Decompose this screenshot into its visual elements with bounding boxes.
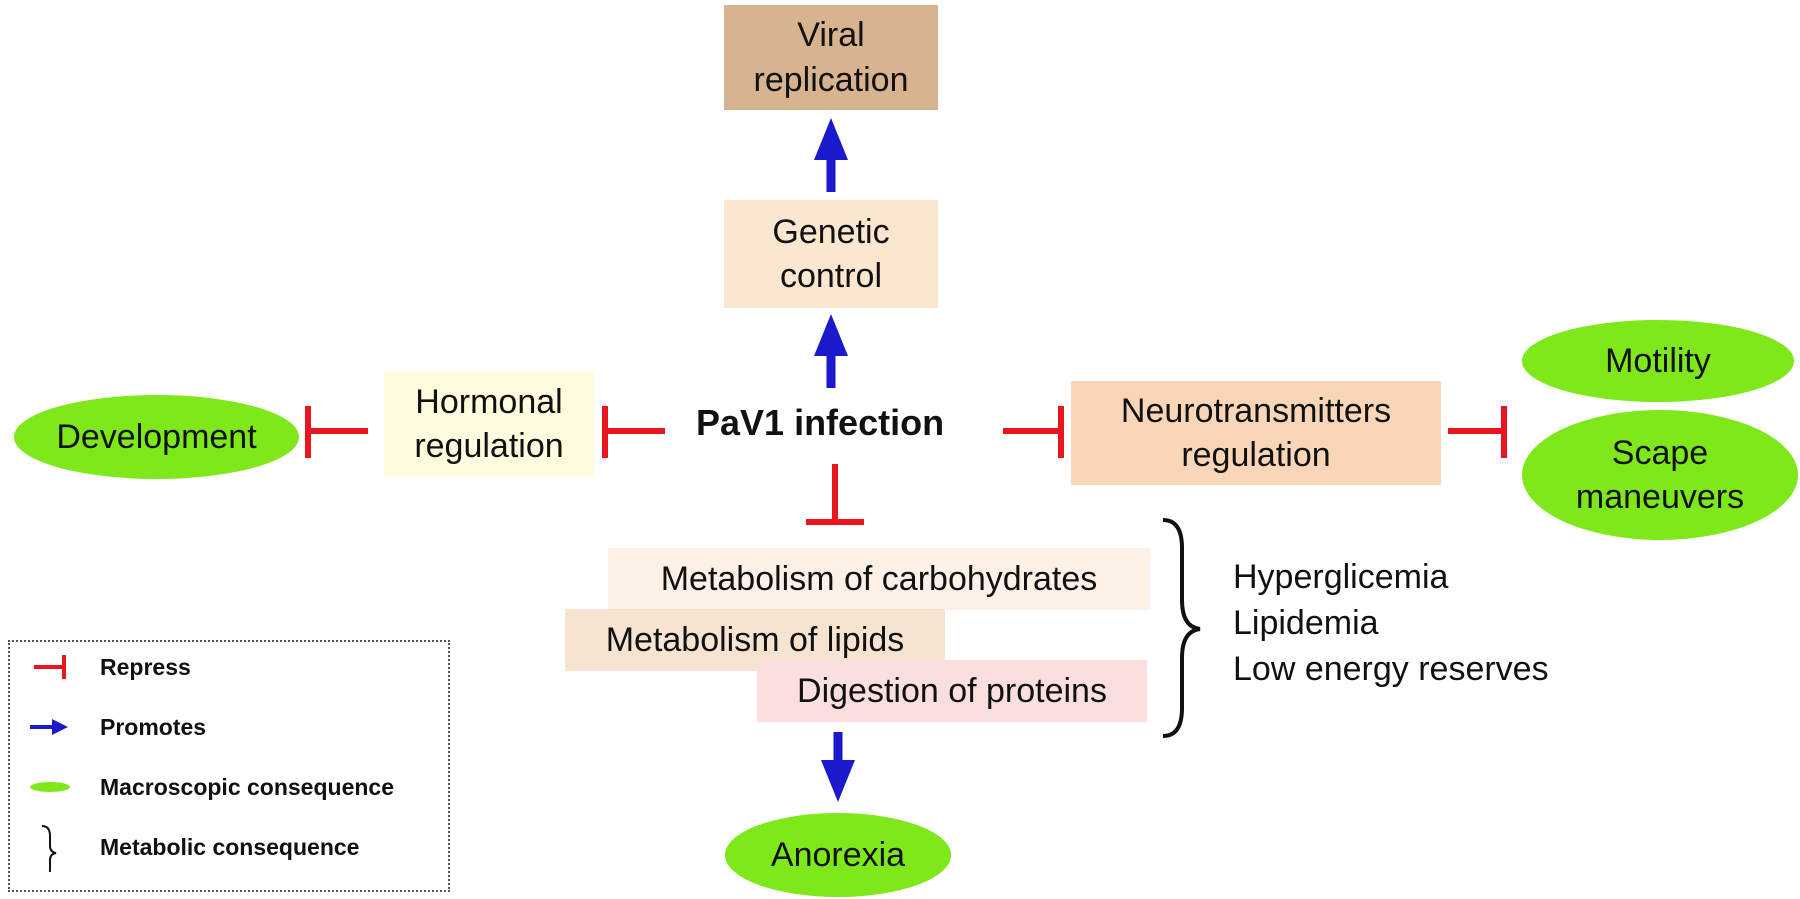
repress-pav1-to-hormonal <box>602 406 665 458</box>
legend-label-promotes: Promotes <box>100 714 207 740</box>
consequence-low-energy: Low energy reserves <box>1233 650 1549 688</box>
repress-pav1-to-metabolism <box>806 464 864 525</box>
repress-pav1-to-neurotransmitters <box>1003 406 1064 458</box>
legend: Repress Promotes Macroscopic consequence… <box>8 640 450 892</box>
legend-row-repress: Repress <box>10 642 448 692</box>
anorexia-ellipse: Anorexia <box>725 813 951 897</box>
scape-maneuvers-ellipse: Scape maneuvers <box>1522 410 1798 540</box>
metabolic-brace <box>1162 518 1201 738</box>
development-ellipse: Development <box>14 395 299 479</box>
consequence-lipidemia: Lipidemia <box>1233 604 1379 642</box>
legend-label-metabolic: Metabolic consequence <box>100 834 360 860</box>
motility-ellipse: Motility <box>1522 320 1794 402</box>
consequence-hyperglicemia: Hyperglicemia <box>1233 558 1449 596</box>
brace-icon <box>41 825 57 872</box>
genetic-control-box: Genetic control <box>724 200 938 308</box>
promote-arrow-icon <box>30 719 68 735</box>
repress-hormonal-to-development <box>305 406 368 458</box>
metabolism-carbohydrates-box: Metabolism of carbohydrates <box>608 548 1150 610</box>
legend-row-promotes: Promotes <box>10 702 448 752</box>
viral-replication-box: Viral replication <box>724 5 938 110</box>
legend-label-macroscopic: Macroscopic consequence <box>100 774 394 800</box>
digestion-proteins-box: Digestion of proteins <box>757 660 1147 722</box>
green-ellipse-icon <box>30 782 70 792</box>
legend-label-repress: Repress <box>100 654 191 680</box>
legend-row-macroscopic: Macroscopic consequence <box>10 762 448 812</box>
promote-arrow-to-anorexia <box>821 732 855 802</box>
repress-icon <box>34 655 66 679</box>
neurotransmitters-regulation-box: Neurotransmitters regulation <box>1071 381 1441 485</box>
pav1-infection-label: PaV1 infection <box>696 402 945 443</box>
legend-row-metabolic: Metabolic consequence <box>10 822 448 872</box>
promote-arrow-pav1-to-genetic <box>814 314 848 388</box>
repress-neurotransmitters-to-motility <box>1448 406 1507 458</box>
hormonal-regulation-box: Hormonal regulation <box>384 371 594 477</box>
promote-arrow-genetic-to-viral <box>814 118 848 192</box>
